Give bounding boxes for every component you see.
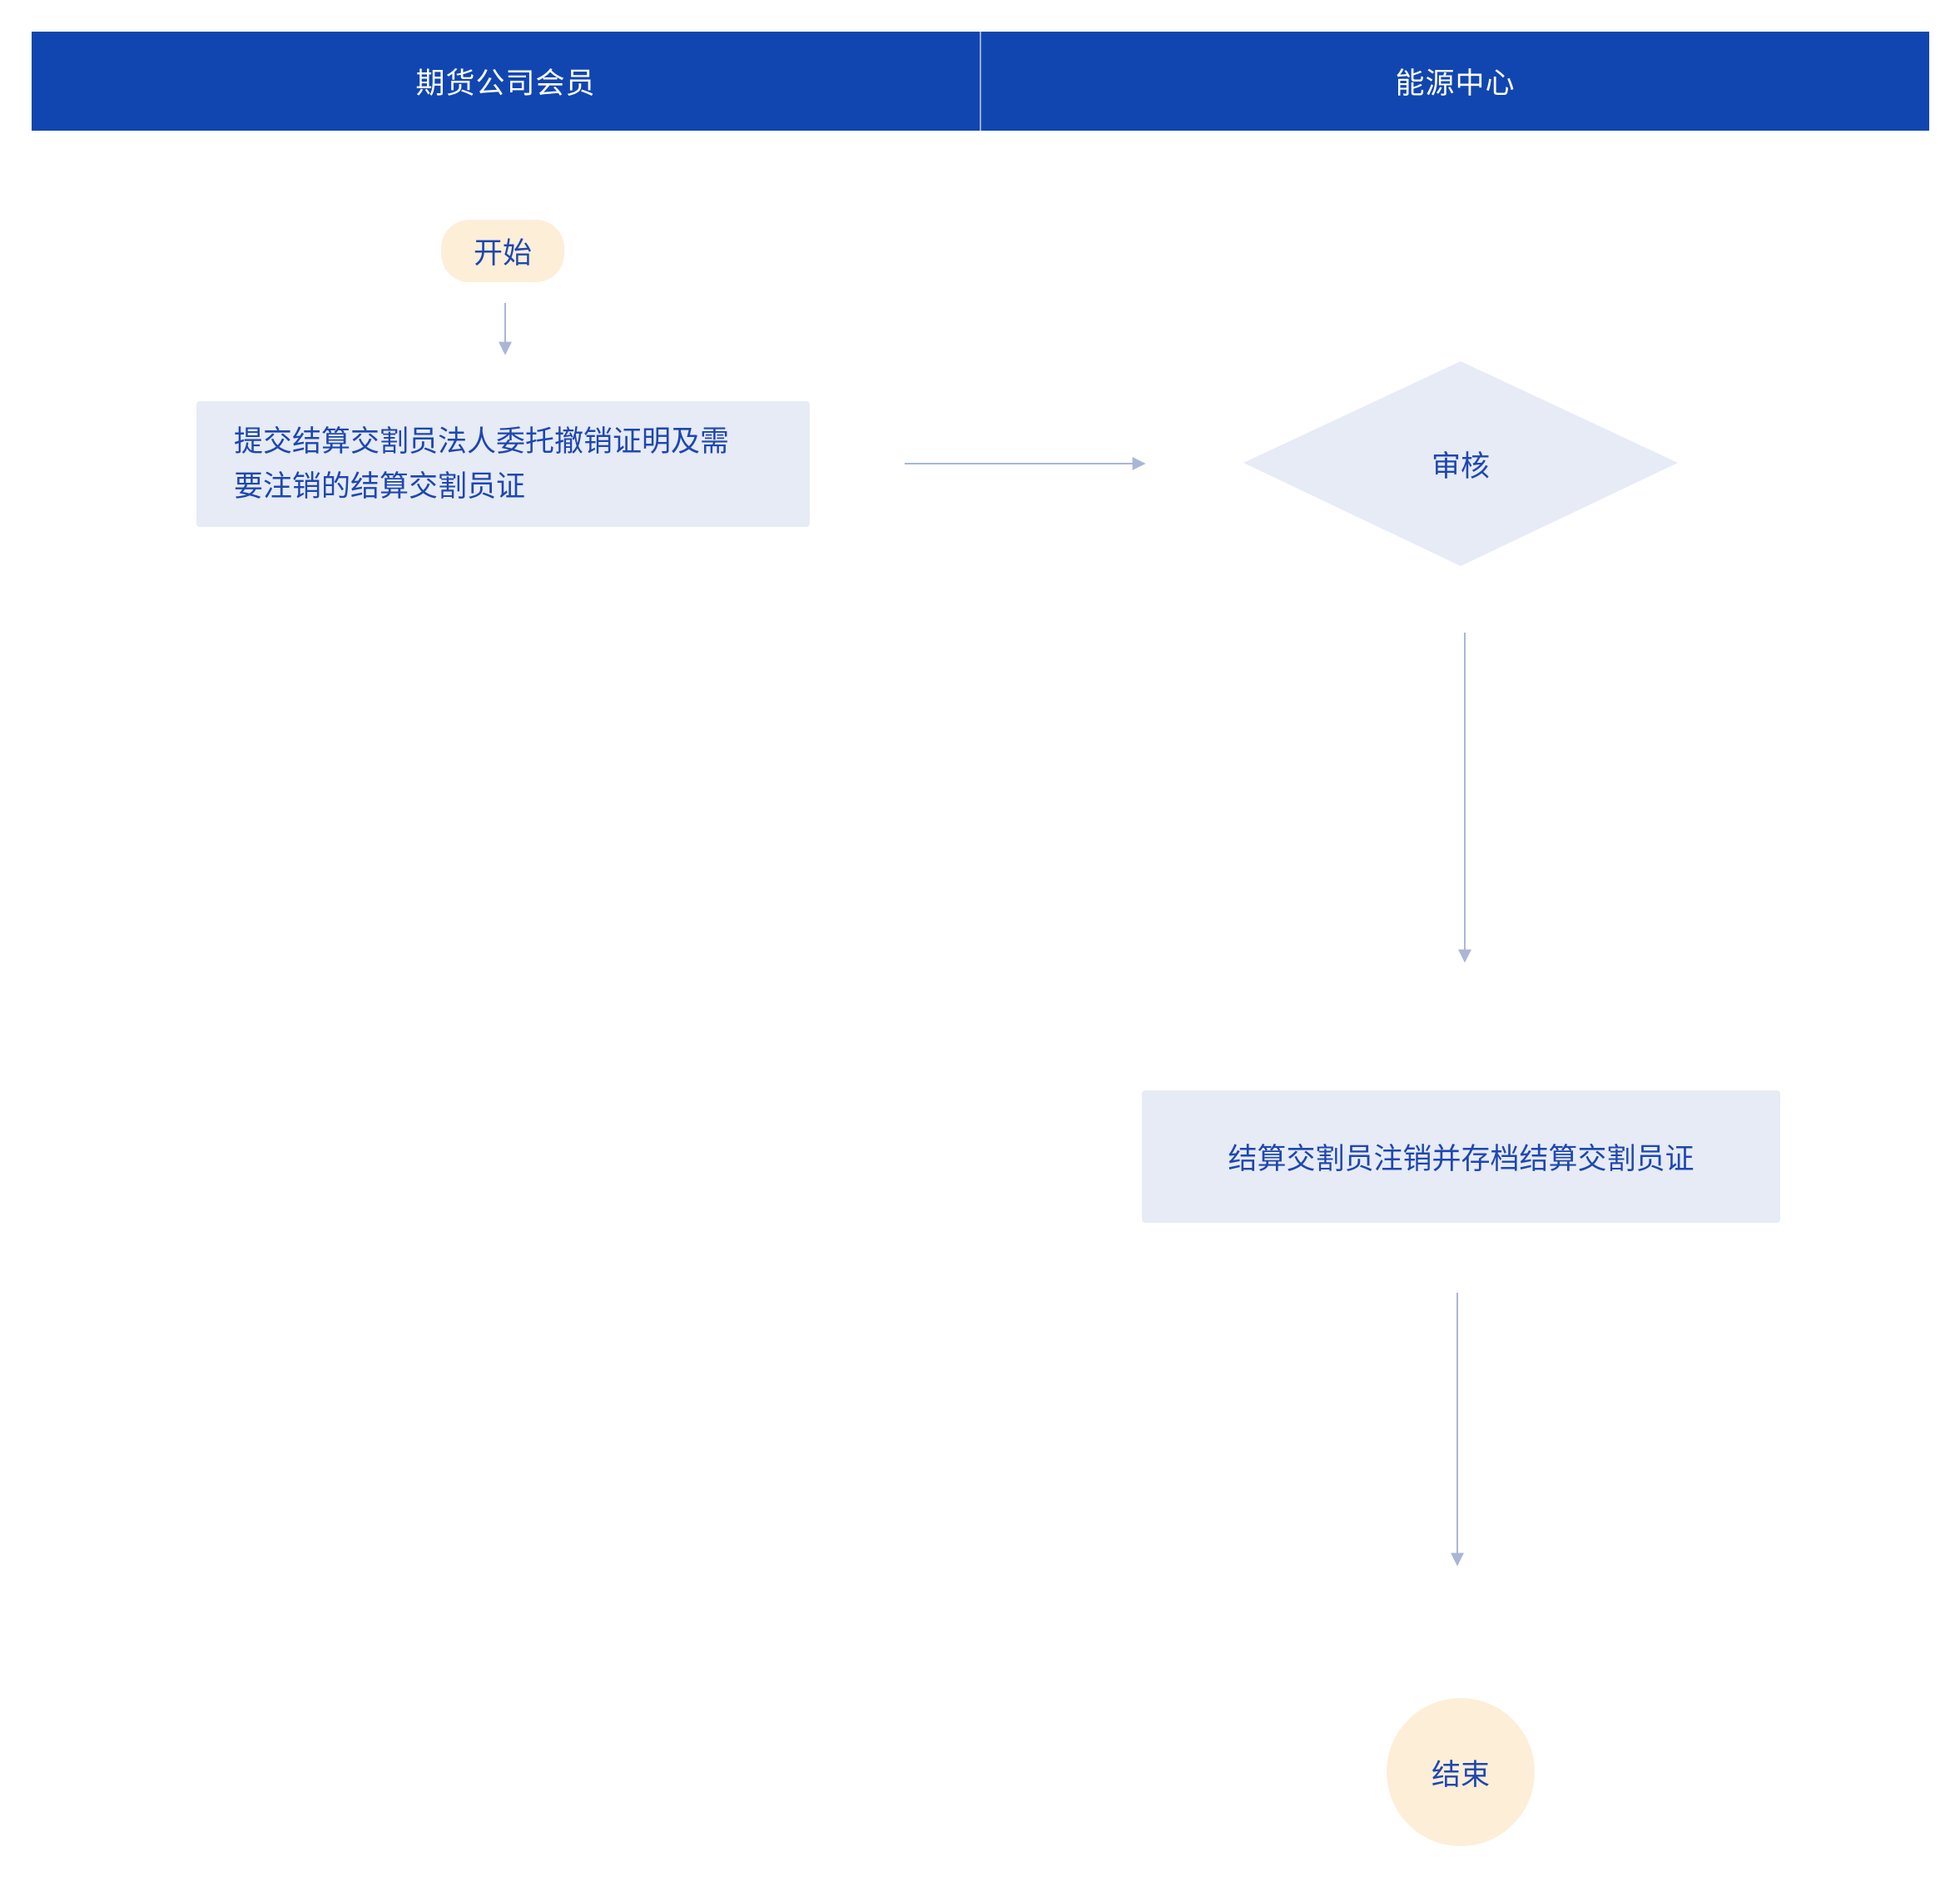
submit-process-node: 提交结算交割员法人委托撤销证明及需 要注销的结算交割员证 bbox=[196, 401, 810, 527]
cancel-archive-process-node: 结算交割员注销并存档结算交割员证 bbox=[1142, 1090, 1780, 1223]
start-node: 开始 bbox=[441, 220, 564, 282]
lane-title-energy-center: 能源中心 bbox=[1395, 67, 1516, 101]
decision-diamond bbox=[1243, 361, 1678, 566]
swimlane-header: 期货公司会员 能源中心 bbox=[32, 32, 1929, 131]
submit-process-text-line2: 要注销的结算交割员证 bbox=[234, 469, 526, 504]
review-decision-label: 审核 bbox=[1431, 450, 1490, 484]
submit-process-text-line1: 提交结算交割员法人委托撤销证明及需 bbox=[234, 425, 730, 459]
lane-title-futures-member: 期货公司会员 bbox=[32, 32, 981, 131]
end-node: 结束 bbox=[1387, 1698, 1535, 1846]
